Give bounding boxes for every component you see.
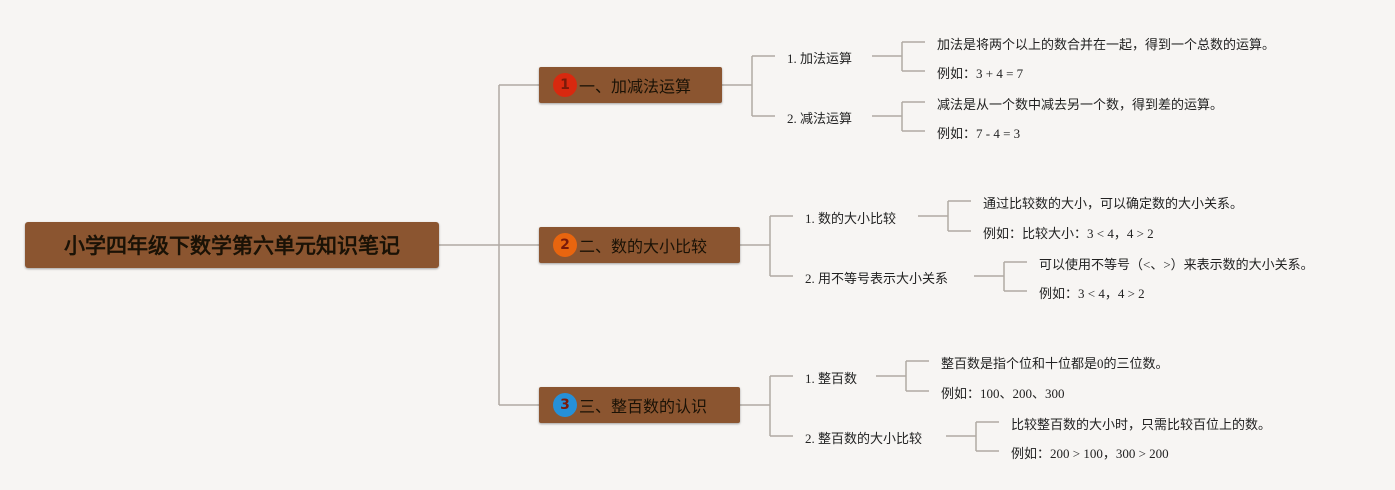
- branch-label-3: 三、整百数的认识: [579, 397, 708, 416]
- leaf-subtraction-example: 例如：7 - 4 = 3: [937, 126, 1021, 141]
- leaf-inequality-definition: 可以使用不等号（<、>）来表示数的大小关系。: [1039, 257, 1314, 272]
- subtopic-hundreds[interactable]: 1. 整百数: [805, 371, 858, 386]
- leaf-inequality-example: 例如：3 < 4，4 > 2: [1039, 286, 1145, 301]
- number-badge-2: 2: [553, 233, 577, 257]
- branch-node-1[interactable]: 1 一、加减法运算: [539, 67, 722, 103]
- leaf-compare-hundreds-example: 例如：200 > 100，300 > 200: [1011, 446, 1169, 461]
- number-badge-1: 1: [553, 73, 577, 97]
- leaf-subtraction-definition: 减法是从一个数中减去另一个数，得到差的运算。: [937, 97, 1224, 112]
- leaf-addition-example: 例如：3 + 4 = 7: [937, 66, 1024, 81]
- leaf-addition-definition: 加法是将两个以上的数合并在一起，得到一个总数的运算。: [937, 37, 1276, 52]
- branch-label-1: 一、加减法运算: [579, 77, 692, 96]
- branch-node-2[interactable]: 2 二、数的大小比较: [539, 227, 740, 263]
- leaf-compare-hundreds-definition: 比较整百数的大小时，只需比较百位上的数。: [1011, 417, 1272, 432]
- leaf-compare-example: 例如：比较大小：3 < 4，4 > 2: [983, 226, 1154, 241]
- subtopic-compare-numbers[interactable]: 1. 数的大小比较: [805, 211, 897, 226]
- branch-label-2: 二、数的大小比较: [579, 237, 708, 256]
- leaf-hundreds-example: 例如：100、200、300: [941, 386, 1065, 401]
- branch-node-3[interactable]: 3 三、整百数的认识: [539, 387, 740, 423]
- subtopic-addition[interactable]: 1. 加法运算: [787, 51, 853, 66]
- leaf-hundreds-definition: 整百数是指个位和十位都是0的三位数。: [941, 356, 1169, 371]
- root-node[interactable]: 小学四年级下数学第六单元知识笔记: [25, 222, 439, 268]
- number-badge-3: 3: [553, 393, 577, 417]
- subtopic-subtraction[interactable]: 2. 减法运算: [787, 111, 853, 126]
- subtopic-inequality-signs[interactable]: 2. 用不等号表示大小关系: [805, 271, 949, 286]
- subtopic-compare-hundreds[interactable]: 2. 整百数的大小比较: [805, 431, 923, 446]
- leaf-compare-definition: 通过比较数的大小，可以确定数的大小关系。: [983, 196, 1244, 211]
- root-title: 小学四年级下数学第六单元知识笔记: [64, 234, 400, 258]
